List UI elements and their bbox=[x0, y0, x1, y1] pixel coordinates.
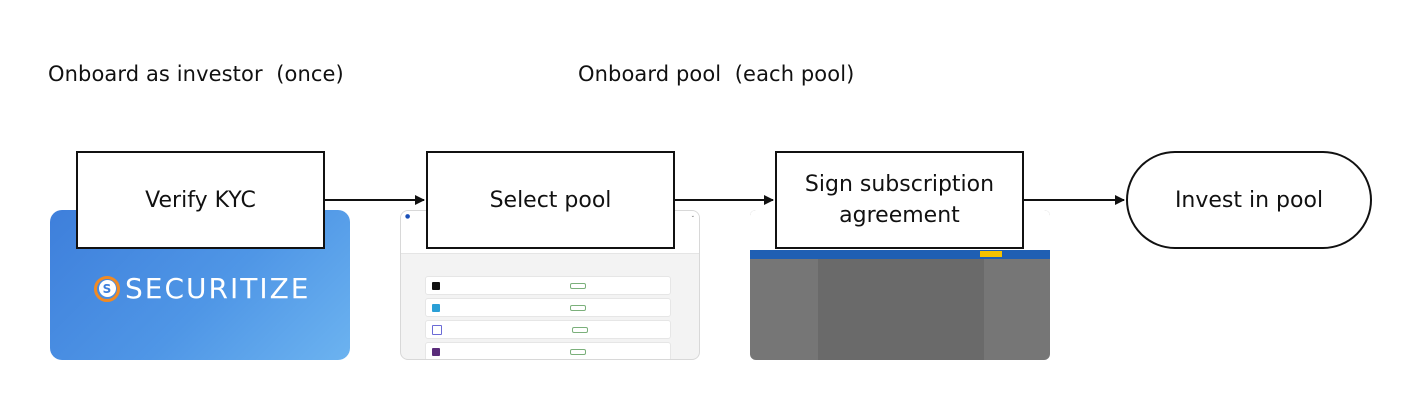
section-label-pool: Onboard pool (each pool) bbox=[578, 62, 855, 86]
pool-table-preview bbox=[425, 263, 671, 359]
app-logo-icon: ● bbox=[405, 213, 411, 220]
securitize-logo: S SECURITIZE bbox=[94, 272, 310, 305]
securitize-mark-icon: S bbox=[94, 275, 120, 302]
step-invest-in-pool: Invest in pool bbox=[1126, 151, 1372, 249]
step-verify-kyc: Verify KYC bbox=[76, 151, 325, 249]
section-label-investor: Onboard as investor (once) bbox=[48, 62, 344, 86]
docusign-action-bar bbox=[750, 250, 1050, 259]
pool-row-preview bbox=[425, 320, 671, 339]
pool-row-preview bbox=[425, 298, 671, 317]
document-page-preview bbox=[818, 259, 984, 360]
step-select-pool: Select pool bbox=[426, 151, 675, 249]
pool-row-preview bbox=[425, 342, 671, 359]
pool-row-preview bbox=[425, 276, 671, 295]
